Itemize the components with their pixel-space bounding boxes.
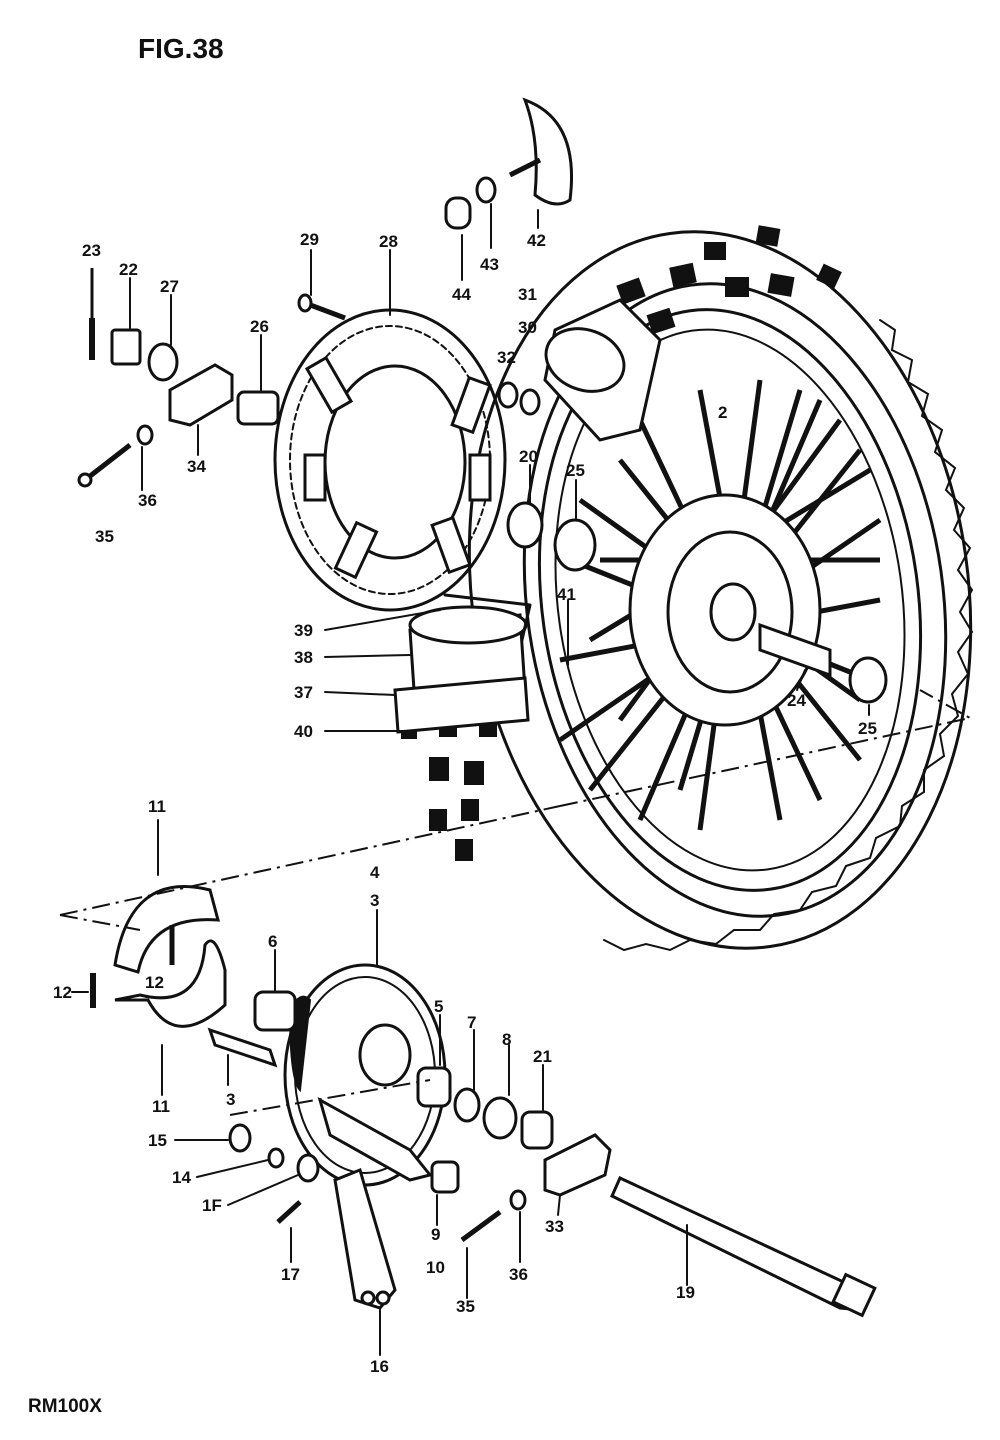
callout-30: 30 — [518, 318, 537, 337]
model-code: RM100X — [28, 1396, 102, 1417]
callout-26: 26 — [250, 317, 269, 336]
callout-3-upper: 3 — [370, 891, 379, 910]
rear-axle — [610, 1175, 877, 1318]
callout-40: 40 — [294, 722, 313, 741]
brake-shoes — [113, 885, 227, 1028]
callout-35-lower: 35 — [456, 1297, 475, 1316]
rear-sprocket — [273, 308, 507, 612]
callout-43: 43 — [480, 255, 499, 274]
callout-25-lower: 25 — [858, 719, 877, 738]
rear-wheel-assembly — [401, 225, 974, 952]
callout-1f: 1F — [202, 1196, 222, 1215]
callout-28: 28 — [379, 232, 398, 251]
callout-35-upper: 35 — [95, 527, 114, 546]
callout-2: 2 — [718, 403, 727, 422]
callout-12-left: 12 — [53, 983, 72, 1002]
callouts: 23 22 27 26 29 28 44 43 42 31 30 32 34 3… — [53, 203, 877, 1376]
callout-33: 33 — [545, 1217, 564, 1236]
callout-9: 9 — [431, 1225, 440, 1244]
callout-20: 20 — [519, 447, 538, 466]
tire-tread — [603, 319, 974, 952]
callout-19: 19 — [676, 1283, 695, 1302]
tube-and-rim-band — [393, 593, 532, 734]
callout-37: 37 — [294, 683, 313, 702]
callout-36-lower: 36 — [509, 1265, 528, 1284]
inner-tube — [543, 298, 662, 442]
callout-12-inner: 12 — [145, 973, 164, 992]
callout-44: 44 — [452, 285, 471, 304]
callout-3-lower: 3 — [226, 1090, 235, 1109]
callout-41: 41 — [557, 585, 576, 604]
callout-32: 32 — [497, 348, 516, 367]
callout-4: 4 — [370, 863, 380, 882]
callout-7: 7 — [467, 1013, 476, 1032]
callout-38: 38 — [294, 648, 313, 667]
callout-6: 6 — [268, 932, 277, 951]
callout-10: 10 — [426, 1258, 445, 1277]
callout-15: 15 — [148, 1131, 167, 1150]
figure-title: FIG.38 — [138, 33, 224, 64]
callout-25-upper: 25 — [566, 461, 585, 480]
callout-27: 27 — [160, 277, 179, 296]
callout-22: 22 — [119, 260, 138, 279]
centerlines — [59, 689, 973, 1116]
callout-21: 21 — [533, 1047, 552, 1066]
rim-inner — [554, 328, 906, 872]
callout-16: 16 — [370, 1357, 389, 1376]
callout-17: 17 — [281, 1265, 300, 1284]
small-parts — [77, 97, 888, 1243]
callout-23: 23 — [82, 241, 101, 260]
tire-knobs — [401, 225, 842, 861]
callout-31: 31 — [518, 285, 537, 304]
callout-24: 24 — [787, 691, 806, 710]
callout-11-upper: 11 — [148, 797, 166, 816]
callout-5: 5 — [434, 997, 443, 1016]
brake-cam-lever — [333, 1167, 397, 1310]
callout-39: 39 — [294, 621, 313, 640]
callout-8: 8 — [502, 1030, 511, 1049]
hub-center — [709, 582, 757, 642]
tire-inner-edge — [522, 282, 948, 918]
callout-14: 14 — [172, 1168, 191, 1187]
rim — [537, 308, 923, 892]
callout-36-upper: 36 — [138, 491, 157, 510]
callout-11-lower: 11 — [152, 1097, 170, 1116]
callout-34: 34 — [187, 457, 206, 476]
callout-29: 29 — [300, 230, 319, 249]
callout-42: 42 — [527, 231, 546, 250]
